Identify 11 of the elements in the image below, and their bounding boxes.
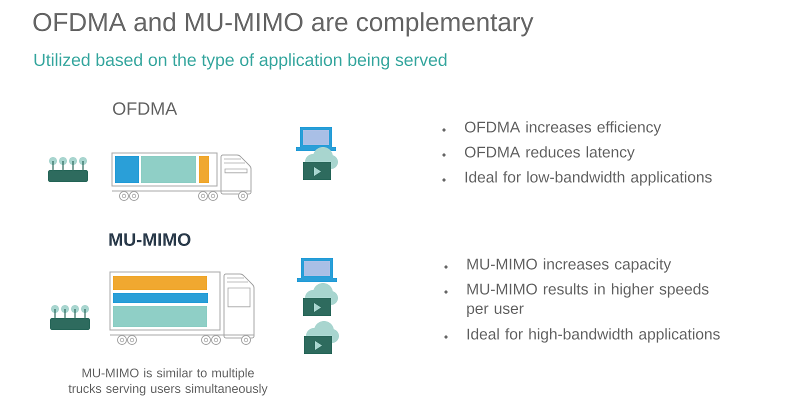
- bullet-text: OFDMA increases efficiency: [464, 121, 662, 136]
- bullet-text: MU-MIMO increases capacity: [467, 258, 672, 273]
- caption: MU-MIMO is similar to multiple trucks serving users simultaneously: [68, 368, 268, 396]
- subtitle: Utilized based on the type of application being served: [34, 53, 446, 70]
- section-heading: OFDMA: [113, 102, 178, 115]
- bullet-text: OFDMA reduces latency: [464, 146, 635, 161]
- bullet-text: Ideal for low-bandwidth applications: [466, 171, 712, 186]
- title: OFDMA and MU-MIMO are complementary: [33, 12, 534, 36]
- bullet-text: MU-MIMO results in higher speeds per user: [467, 283, 708, 318]
- bullet-text: Ideal for high-bandwidth applications: [468, 328, 720, 343]
- section-heading: MU-MIMO: [109, 233, 190, 246]
